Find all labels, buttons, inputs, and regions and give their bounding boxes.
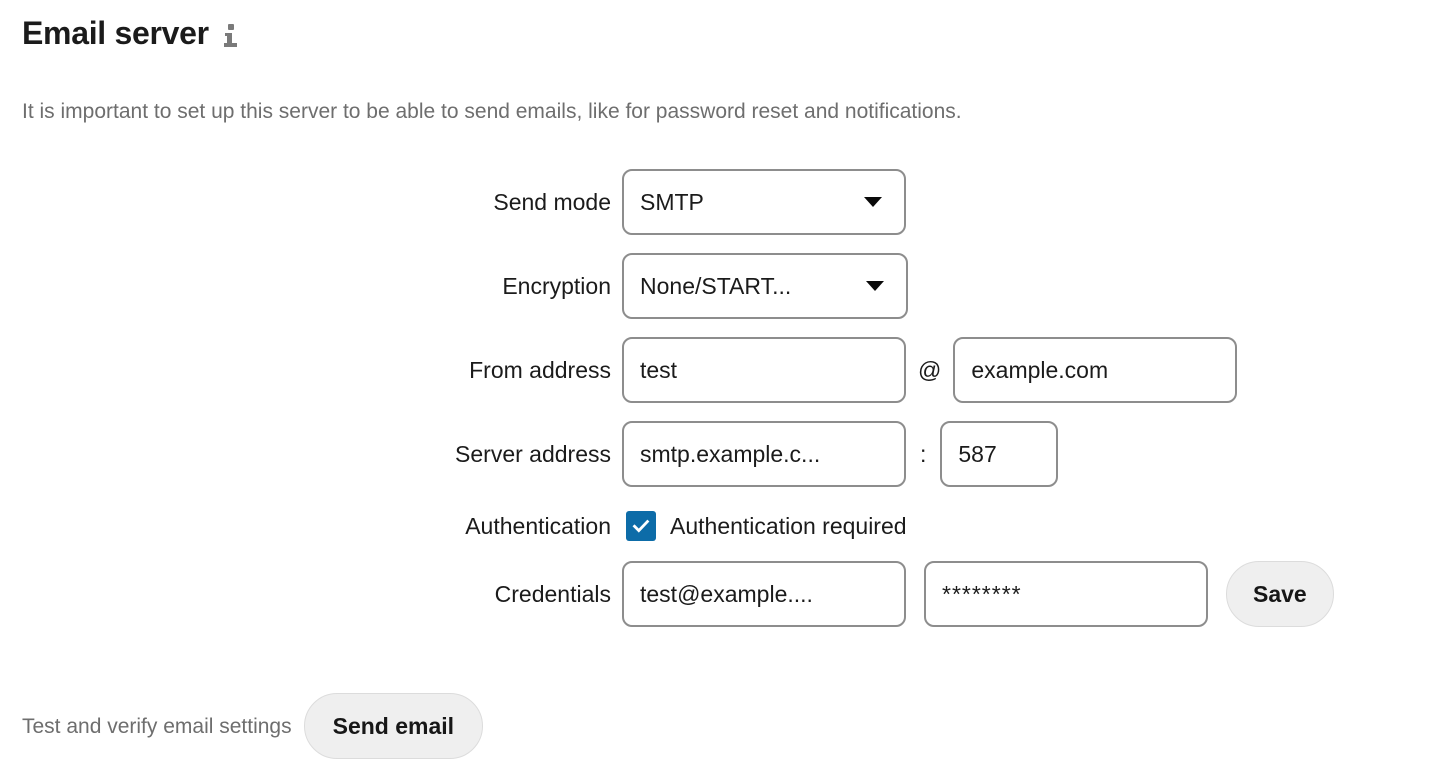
send-mode-value: SMTP: [640, 188, 704, 215]
label-from-address: From address: [469, 356, 611, 383]
authentication-required-label[interactable]: Authentication required: [670, 512, 907, 539]
info-icon[interactable]: [223, 23, 239, 49]
colon-separator: :: [920, 440, 927, 467]
send-email-button[interactable]: Send email: [303, 693, 484, 759]
authentication-required-checkbox[interactable]: [626, 511, 656, 541]
server-host-input[interactable]: smtp.example.c...: [622, 421, 906, 487]
chevron-down-icon: [866, 281, 884, 291]
credentials-password-input[interactable]: ********: [924, 561, 1208, 627]
page-header: Email server: [22, 14, 239, 52]
test-email-row: Test and verify email settings Send emai…: [22, 693, 484, 759]
label-authentication: Authentication: [465, 512, 611, 539]
from-address-user-input[interactable]: test: [622, 337, 906, 403]
save-button[interactable]: Save: [1226, 561, 1334, 627]
form-row-credentials: Credentials test@example.... ******** Sa…: [0, 560, 1448, 628]
encryption-select[interactable]: None/START...: [622, 253, 908, 319]
form-row-from-address: From address test @ example.com: [0, 336, 1448, 404]
at-separator: @: [918, 356, 942, 383]
form-row-authentication: Authentication Authentication required: [0, 504, 1448, 548]
encryption-value: None/START...: [640, 272, 792, 299]
test-email-label: Test and verify email settings: [22, 714, 292, 738]
label-encryption: Encryption: [502, 272, 611, 299]
chevron-down-icon: [864, 197, 882, 207]
label-credentials: Credentials: [494, 580, 611, 607]
label-send-mode: Send mode: [493, 188, 611, 215]
send-mode-select[interactable]: SMTP: [622, 169, 906, 235]
server-port-input[interactable]: 587: [940, 421, 1059, 487]
form-row-server-address: Server address smtp.example.c... : 587: [0, 420, 1448, 488]
password-masked-value: ********: [942, 580, 1022, 607]
page-subtitle: It is important to set up this server to…: [22, 100, 962, 123]
credentials-username-input[interactable]: test@example....: [622, 561, 906, 627]
form-row-send-mode: Send mode SMTP: [0, 168, 1448, 236]
page-title: Email server: [22, 15, 209, 51]
form-row-encryption: Encryption None/START...: [0, 252, 1448, 320]
label-server-address: Server address: [455, 440, 611, 467]
from-address-domain-input[interactable]: example.com: [953, 337, 1238, 403]
email-server-form: Send mode SMTP Encryption None/START... …: [0, 168, 1448, 644]
